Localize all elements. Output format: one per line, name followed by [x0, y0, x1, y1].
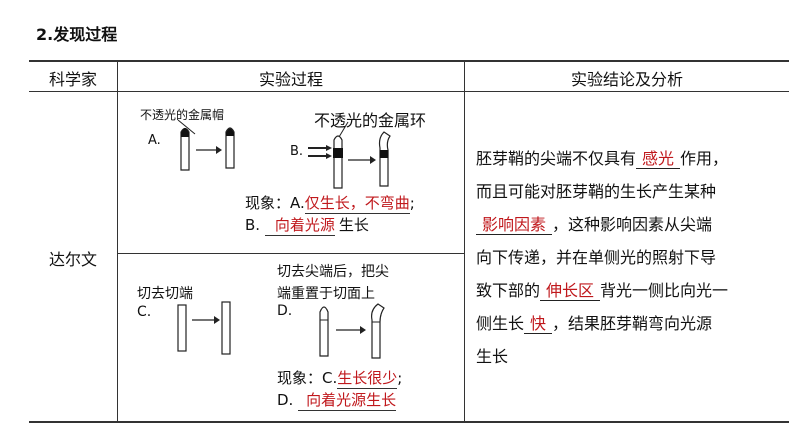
metal-cap	[181, 128, 189, 137]
result-c-end: ;	[397, 369, 403, 387]
col-divider-1	[117, 61, 118, 422]
conclusion-text: 胚芽鞘的尖端不仅具有感光作用， 而且可能对胚芽鞘的生长产生某种 影响因素，这种影…	[476, 142, 776, 373]
label-metal-cap: 不透光的金属帽	[140, 108, 225, 122]
result-b-suffix: 生长	[338, 216, 369, 234]
table-header-divider	[29, 91, 789, 92]
coleoptile-b-after	[378, 131, 391, 187]
result-c: 生长很少	[337, 369, 398, 389]
conclusion-text-segment: 胚芽鞘的尖端不仅具有	[476, 149, 637, 168]
label-replace-line2: 端重置于切面上	[277, 286, 375, 302]
label-b: B.	[290, 144, 304, 159]
label-d: D.	[277, 303, 293, 319]
conclusion-text-segment: 背光一侧比向光一	[600, 281, 729, 300]
metal-cap-after	[226, 128, 234, 136]
coleoptile-d-before	[319, 306, 329, 357]
figure-b	[308, 121, 391, 189]
arrow-d-head	[360, 326, 366, 334]
label-metal-ring: 不透光的金属环	[314, 111, 427, 130]
result-prefix-d: D.	[277, 391, 294, 409]
header-process: 实验过程	[258, 70, 323, 89]
conclusion-line-7: 生长	[476, 347, 509, 366]
conclusion-line-5: 致下部的伸长区背光一侧比向光一	[476, 274, 776, 307]
coleoptile-a-after	[225, 127, 235, 169]
coleoptile-c-before	[177, 304, 187, 352]
figure-c	[177, 301, 231, 355]
result-a-end: ;	[409, 194, 415, 212]
answer-elongation-zone: 伸长区	[540, 281, 601, 301]
conclusion-text-segment: 致下部的	[476, 281, 541, 300]
header-conclusion: 实验结论及分析	[570, 70, 683, 89]
conclusion-line-6: 侧生长快，结果胚芽鞘弯向光源	[476, 307, 776, 340]
figure-d	[319, 303, 385, 359]
conclusion-line-3: 影响因素，这种影响因素从尖端	[476, 208, 776, 241]
result-line-d: D. 向着光源生长	[277, 389, 397, 411]
coleoptile-b-before	[333, 135, 343, 189]
figure-a	[177, 119, 235, 171]
conclusion-text-segment: 作用，	[680, 149, 729, 168]
coleoptile-d-after	[371, 303, 385, 359]
result-prefix-a: 现象：A.	[245, 194, 305, 212]
arrow-b-head	[370, 156, 376, 164]
light-arrow-1-head	[326, 145, 332, 151]
leader-line-cap	[177, 119, 196, 135]
conclusion-text-segment: ，这种影响因素从尖端	[552, 215, 713, 234]
col-divider-2	[464, 61, 465, 422]
result-prefix-b: B.	[245, 216, 261, 234]
conclusion-text-segment: ，结果胚芽鞘弯向光源	[552, 314, 713, 333]
result-line-c: 现象：C.生长很少;	[277, 367, 402, 389]
table-bottom-border	[29, 421, 789, 423]
conclusion-line-2: 而且可能对胚芽鞘的生长产生某种	[476, 182, 717, 201]
answer-gan-guang: 感光	[636, 149, 681, 169]
result-line-ab: 现象：A.仅生长，不弯曲;	[245, 192, 415, 214]
metal-ring	[333, 148, 343, 158]
label-a: A.	[148, 133, 161, 148]
scientist-name: 达尔文	[48, 250, 97, 269]
light-arrow-2-head	[326, 153, 332, 159]
result-line-b: B. 向着光源生长	[245, 214, 369, 236]
label-replace-line1: 切去尖端后，把尖	[277, 264, 389, 280]
row-divider-experiments	[117, 253, 464, 254]
answer-fast: 快	[524, 314, 553, 334]
section-title: 2.发现过程	[36, 25, 118, 44]
result-prefix-c: 现象：C.	[277, 369, 338, 387]
conclusion-line-4: 向下传递，并在单侧光的照射下导	[476, 248, 717, 267]
header-scientist: 科学家	[48, 70, 97, 89]
conclusion-line-1: 胚芽鞘的尖端不仅具有感光作用，	[476, 142, 776, 175]
coleoptile-c-after	[221, 301, 231, 355]
conclusion-text-segment: 侧生长	[476, 314, 525, 333]
label-cut: 切去切端	[137, 286, 193, 302]
table-top-border	[29, 60, 789, 62]
result-b: 向着光源	[264, 214, 335, 236]
answer-influence-factor: 影响因素	[476, 215, 553, 235]
metal-ring-after	[379, 150, 389, 158]
arrow-c-head	[214, 316, 220, 324]
result-d: 向着光源生长	[298, 389, 397, 411]
result-a: 仅生长，不弯曲	[304, 194, 410, 214]
arrow-a-head	[216, 146, 222, 154]
label-c: C.	[137, 304, 152, 320]
